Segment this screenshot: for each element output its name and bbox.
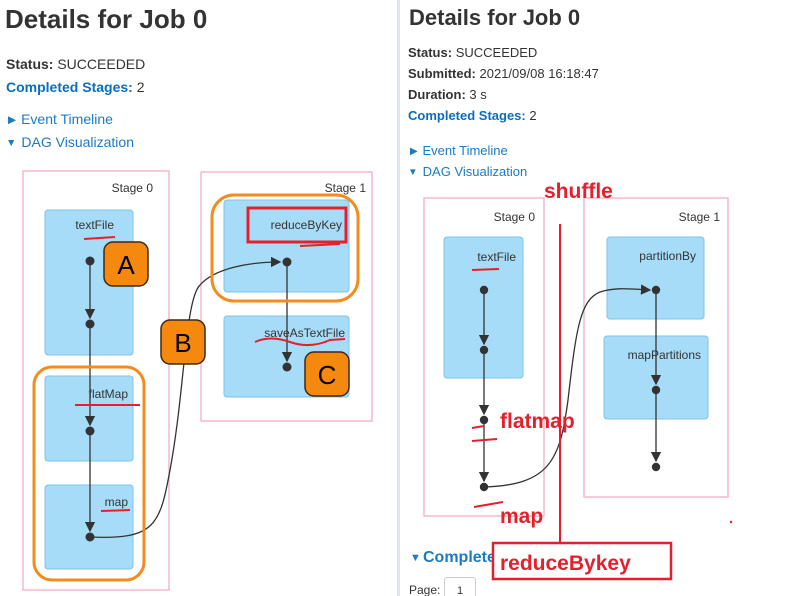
status-value: SUCCEEDED bbox=[455, 45, 538, 60]
triangle-right-icon: ▶ bbox=[410, 146, 418, 157]
reducebykey-annotation-box bbox=[491, 541, 673, 581]
completed-stages-link[interactable]: Completed Stages: bbox=[408, 108, 526, 123]
mappartitions-label: mapPartitions bbox=[628, 348, 701, 362]
right-job-details-panel: Details for Job 0 Status: SUCCEEDED Subm… bbox=[400, 0, 799, 596]
status-label: Status: bbox=[6, 56, 54, 72]
badge-c bbox=[304, 351, 350, 397]
page-title: Details for Job 0 bbox=[5, 4, 208, 34]
red-dot bbox=[729, 520, 733, 524]
completed-stages-value: 2 bbox=[529, 108, 537, 123]
red-highlight-box bbox=[246, 206, 348, 244]
right-dag-graph: Stage 0 Stage 1 textFile partitionBy map… bbox=[409, 180, 733, 596]
partitionby-label: partitionBy bbox=[639, 249, 696, 263]
stage-highlight bbox=[210, 193, 360, 303]
stage-highlight bbox=[32, 365, 146, 582]
dag-visualization-toggle[interactable]: ▼ DAG Visualization bbox=[408, 164, 527, 179]
dag-visualization-toggle[interactable]: ▼ DAG Visualization bbox=[6, 134, 134, 150]
event-timeline-label: Event Timeline bbox=[21, 111, 113, 127]
red-underline bbox=[299, 243, 341, 247]
reducebykey-annotation: reduceBykey bbox=[500, 552, 631, 575]
status-label: Status: bbox=[408, 45, 453, 60]
reducebykey-label: reduceByKey bbox=[271, 218, 342, 232]
red-underline bbox=[471, 438, 498, 442]
stage-0-label: Stage 0 bbox=[112, 181, 154, 195]
event-timeline-toggle[interactable]: ▶ Event Timeline bbox=[410, 143, 508, 158]
flatmap-label: flatMap bbox=[89, 387, 129, 401]
shuffle-edge bbox=[483, 284, 652, 488]
shuffle-annotation: shuffle bbox=[544, 180, 613, 203]
stage-1-label: Stage 1 bbox=[679, 210, 721, 224]
rdd-dot[interactable] bbox=[479, 415, 489, 425]
map-annotation: map bbox=[500, 505, 543, 528]
duration-value: 3 s bbox=[469, 87, 487, 102]
red-underline bbox=[471, 425, 485, 429]
duration-label: Duration: bbox=[408, 87, 466, 102]
rdd-dot[interactable] bbox=[85, 256, 95, 266]
dag-visualization-label: DAG Visualization bbox=[422, 164, 528, 179]
rdd-dot[interactable] bbox=[85, 426, 95, 436]
red-underline bbox=[83, 236, 116, 240]
page-label: Page: bbox=[409, 583, 440, 596]
rdd-dot[interactable] bbox=[651, 285, 661, 295]
badge-a-label: A bbox=[117, 250, 135, 280]
stage-1-label: Stage 1 bbox=[325, 181, 367, 195]
page-title: Details for Job 0 bbox=[409, 5, 581, 30]
completed-stages-value: 2 bbox=[136, 79, 145, 95]
triangle-down-icon: ▼ bbox=[408, 167, 418, 178]
red-underline bbox=[254, 337, 346, 346]
completed-stages-link[interactable]: Completed Stages: bbox=[6, 79, 133, 95]
red-underline bbox=[473, 501, 504, 508]
badge-b bbox=[160, 319, 206, 365]
page-number-input[interactable]: 1 bbox=[444, 577, 476, 596]
event-timeline-label: Event Timeline bbox=[422, 143, 508, 158]
rdd-dot[interactable] bbox=[85, 532, 95, 542]
stage-0-label: Stage 0 bbox=[494, 210, 536, 224]
dag-visualization-label: DAG Visualization bbox=[21, 134, 134, 150]
status-row: Status: SUCCEEDED bbox=[6, 56, 145, 72]
red-underline bbox=[471, 268, 500, 271]
submitted-label: Submitted: bbox=[408, 66, 476, 81]
panel-divider bbox=[397, 0, 400, 596]
rdd-dot[interactable] bbox=[282, 362, 292, 372]
submitted-value: 2021/09/08 16:18:47 bbox=[479, 66, 599, 81]
badge-a bbox=[103, 241, 149, 287]
badge-c-label: C bbox=[318, 360, 337, 390]
triangle-down-icon: ▼ bbox=[6, 137, 17, 149]
duration-row: Duration: 3 s bbox=[408, 87, 487, 102]
flatmap-annotation: flatmap bbox=[500, 410, 575, 433]
triangle-down-icon: ▼ bbox=[410, 552, 421, 564]
status-row: Status: SUCCEEDED bbox=[408, 45, 537, 60]
rdd-dot[interactable] bbox=[651, 385, 661, 395]
left-job-details-panel: Details for Job 0 Status: SUCCEEDED Comp… bbox=[0, 0, 397, 596]
rdd-dot[interactable] bbox=[479, 285, 489, 295]
rdd-dot[interactable] bbox=[282, 257, 292, 267]
textfile-label: textFile bbox=[75, 218, 114, 232]
textfile-label: textFile bbox=[477, 250, 516, 264]
badge-b-label: B bbox=[174, 328, 191, 358]
map-label: map bbox=[105, 495, 129, 509]
submitted-row: Submitted: 2021/09/08 16:18:47 bbox=[408, 66, 599, 81]
event-timeline-toggle[interactable]: ▶ Event Timeline bbox=[8, 111, 113, 127]
red-underline bbox=[100, 509, 131, 512]
left-dag-graph: Stage 0 Stage 1 textFile flatMap map red… bbox=[22, 170, 373, 591]
status-value: SUCCEEDED bbox=[57, 56, 146, 72]
completed-stages-row: Completed Stages: 2 bbox=[6, 79, 145, 95]
rdd-dot[interactable] bbox=[479, 482, 489, 492]
rdd-dot[interactable] bbox=[651, 462, 661, 472]
rdd-dot[interactable] bbox=[85, 319, 95, 329]
saveastextfile-label: saveAsTextFile bbox=[264, 326, 345, 340]
rdd-dot[interactable] bbox=[479, 345, 489, 355]
shuffle-edge bbox=[89, 256, 282, 539]
triangle-right-icon: ▶ bbox=[8, 114, 17, 126]
completed-stages-row: Completed Stages: 2 bbox=[408, 108, 537, 123]
